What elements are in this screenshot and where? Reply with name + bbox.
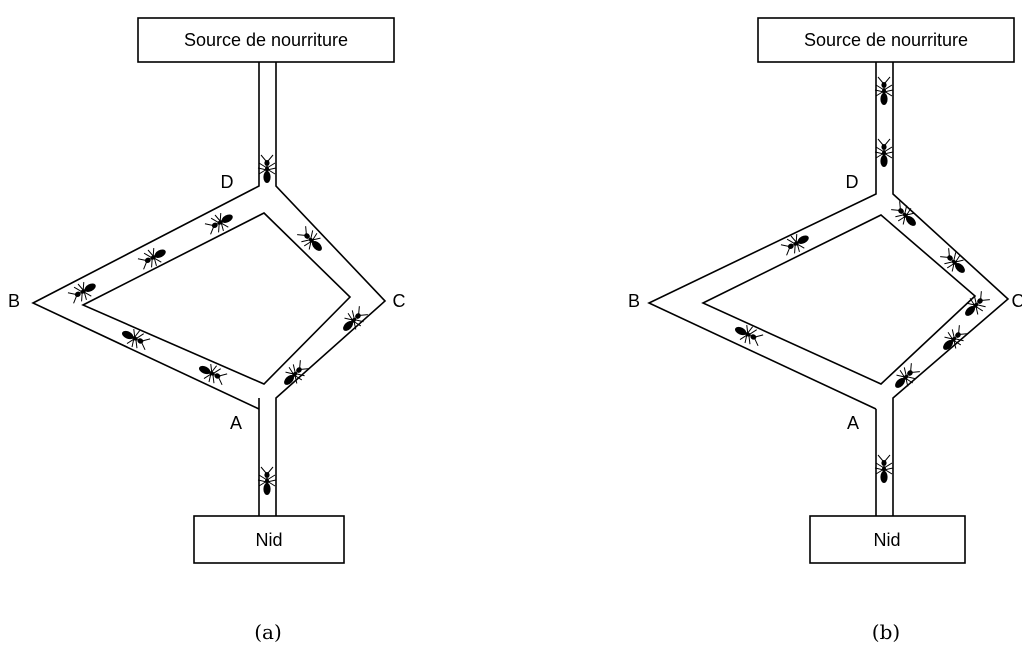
ant-icon	[66, 276, 101, 307]
ant-icon	[194, 358, 229, 388]
nest-label: Nid	[873, 530, 900, 550]
food-source-box	[757, 17, 1015, 63]
food-source-label: Source de nourriture	[184, 30, 348, 50]
node-label-a: A	[847, 413, 859, 433]
caption-a: (a)	[254, 620, 282, 644]
path-bottom-tube	[875, 409, 894, 516]
caption-b: (b)	[872, 620, 900, 644]
junction-a	[259, 398, 276, 409]
nest-box	[809, 515, 966, 564]
node-label-c: C	[393, 291, 406, 311]
path-top-tube	[258, 62, 277, 166]
node-label-b: B	[8, 291, 20, 311]
ant-icon	[257, 154, 277, 184]
path-inner-wall	[701, 214, 977, 385]
ant-icon	[779, 228, 814, 259]
path-outer-wall	[647, 175, 1010, 410]
ant-icon	[874, 76, 894, 106]
nest-label: Nid	[255, 530, 282, 550]
node-label-b: B	[628, 291, 640, 311]
ant-icon	[874, 454, 894, 484]
ant-icon	[336, 303, 371, 338]
ant-icon	[294, 223, 329, 258]
ant-icon	[874, 138, 894, 168]
panel-b: Source de nourriture Nid D B C A (b)	[628, 17, 1022, 644]
ant-icon	[257, 466, 277, 496]
path-inner-wall	[81, 212, 352, 385]
node-label-d: D	[221, 172, 234, 192]
node-label-d: D	[846, 172, 859, 192]
nest-box	[193, 515, 345, 564]
ant-icon	[117, 323, 152, 353]
node-label-a: A	[230, 413, 242, 433]
path-bottom-tube	[258, 409, 277, 516]
food-source-box	[137, 17, 395, 63]
panel-a: Source de nourriture Nid D B C A (a)	[8, 17, 406, 644]
path-outer-wall	[31, 166, 387, 410]
ant-icon	[277, 357, 312, 392]
food-source-label: Source de nourriture	[804, 30, 968, 50]
path-top-tube	[875, 62, 894, 175]
node-label-c: C	[1012, 291, 1022, 311]
ant-icon	[936, 322, 971, 357]
